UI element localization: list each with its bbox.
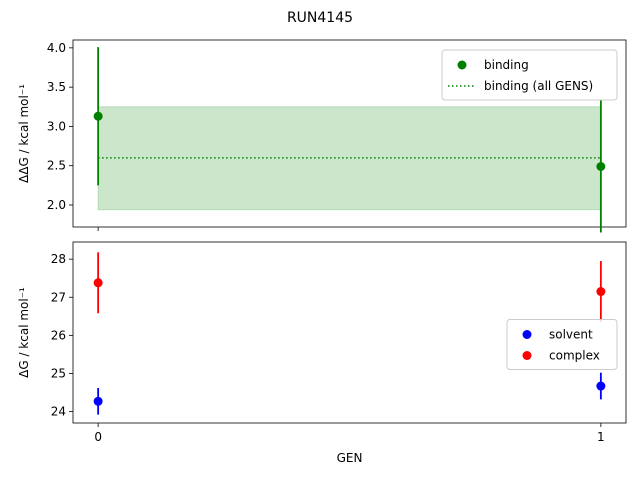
y-tick-label: 2.5 [47, 159, 66, 173]
y-tick-label: 25 [51, 366, 66, 380]
legend-label: solvent [549, 328, 593, 342]
y-tick-label: 24 [51, 405, 66, 419]
legend-label: binding [484, 58, 529, 72]
y-tick-label: 28 [51, 252, 66, 266]
x-tick-label: 0 [94, 430, 102, 444]
chart-title: RUN4145 [287, 10, 353, 26]
x-axis-label: GEN [337, 451, 363, 465]
solvent-point [93, 396, 103, 406]
axes-frame [72, 39, 627, 228]
binding-point [596, 162, 606, 171]
x-tick-label: 1 [597, 430, 605, 444]
legend-marker [522, 351, 532, 360]
legend-label: binding (all GENS) [484, 79, 593, 93]
reference-band [97, 106, 602, 211]
y-tick-label: 26 [51, 328, 66, 342]
legend-label: complex [549, 349, 600, 363]
solvent-point [596, 381, 606, 391]
y-tick-label: 27 [51, 290, 66, 304]
complex-point [596, 287, 606, 297]
legend-marker [457, 60, 467, 70]
y-axis-label: ΔΔG / kcal mol⁻¹ [17, 84, 31, 183]
y-tick-label: 3.5 [47, 80, 66, 94]
axes-frame [72, 241, 627, 424]
y-tick-label: 4.0 [47, 41, 66, 55]
legend-box [441, 49, 618, 101]
bottom-panel: 24 25 26 27 28 0 1 ΔG / kcal mol⁻¹ GEN solvent com… [17, 241, 627, 465]
y-tick-label: 3.0 [47, 119, 66, 133]
complex-point [93, 278, 103, 288]
legend-marker [522, 330, 532, 339]
legend-box [506, 319, 618, 370]
y-axis-label: ΔG / kcal mol⁻¹ [17, 287, 31, 378]
binding-point [93, 111, 103, 121]
y-tick-label: 2.0 [47, 198, 66, 212]
